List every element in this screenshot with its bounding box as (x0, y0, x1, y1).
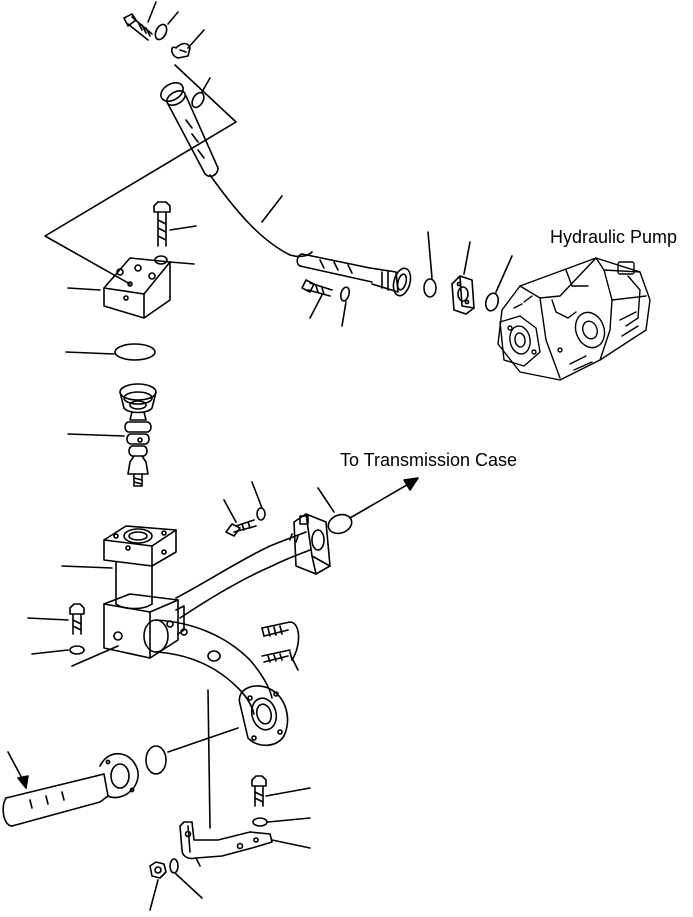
suction-flange (238, 685, 289, 747)
leader-line (251, 481, 263, 509)
suction-o-ring (145, 745, 167, 775)
relief-valve (119, 383, 157, 487)
valve-block-bolt (153, 201, 171, 247)
leader-line (167, 727, 239, 753)
top-washer (154, 23, 168, 41)
housing-bolt (69, 603, 85, 635)
transmission-o-ring (327, 513, 353, 535)
leader-line (67, 287, 101, 291)
grouping-bracket (44, 64, 237, 285)
flow-arrow (349, 477, 419, 519)
leader-line (271, 839, 311, 849)
leader-line (309, 294, 323, 319)
leader-line (31, 649, 69, 655)
pump-o-ring-2 (484, 292, 500, 312)
large-o-ring (114, 343, 156, 361)
bracket-bolt (251, 775, 267, 807)
leader-line (495, 255, 513, 293)
pump-split-flange (451, 275, 475, 315)
leader-line (169, 225, 197, 231)
hex-nut (149, 861, 167, 879)
leader-line (317, 487, 335, 513)
flange-block-upper (103, 525, 177, 567)
leader-line (187, 29, 205, 49)
hose-washer (339, 286, 351, 302)
pump-o-ring-1 (423, 278, 437, 298)
leader-line (149, 879, 159, 911)
riser-tube (115, 561, 153, 610)
hose-upper (160, 82, 219, 178)
housing-washer (69, 645, 85, 655)
leader-line (67, 433, 125, 437)
transmission-flange (293, 513, 331, 575)
pipe-bolt (225, 519, 257, 537)
suction-pipe (143, 619, 273, 715)
nut-washer (169, 858, 179, 874)
reference-line (207, 689, 211, 829)
leader-line (261, 195, 283, 223)
leader-line (341, 301, 347, 327)
leader-line (427, 231, 433, 279)
top-clamp (170, 42, 191, 59)
pipe-washer (256, 507, 266, 521)
leader-line (463, 241, 471, 275)
hydraulic-pump (497, 257, 651, 381)
leader-line (267, 817, 311, 823)
o-ring (191, 91, 205, 109)
valve-block (103, 257, 171, 319)
hose-lower (296, 253, 412, 297)
suction-hose (2, 752, 139, 827)
leader-line (223, 499, 237, 523)
hose-bolt (301, 279, 333, 297)
leader-line (147, 1, 157, 23)
leader-line (169, 261, 195, 265)
leader-line (265, 787, 311, 797)
u-bolt-clamp (261, 621, 300, 663)
transmission-pipe (175, 531, 311, 619)
to-transmission-case-label: To Transmission Case (340, 450, 518, 470)
top-bolt (123, 13, 153, 41)
leader-arrowhead (17, 775, 29, 789)
support-bracket (179, 821, 273, 867)
leader-line (65, 351, 115, 355)
grouping-bracket (71, 645, 119, 667)
leader-line (201, 77, 211, 93)
leader-line (175, 873, 203, 899)
hose-line (209, 174, 313, 258)
hydraulic-pump-label: Hydraulic Pump (550, 227, 678, 247)
leader-line (291, 657, 299, 671)
leader-line (27, 617, 69, 621)
bracket-washer (252, 817, 268, 827)
leader-line (61, 565, 113, 569)
leader-line (167, 11, 179, 25)
